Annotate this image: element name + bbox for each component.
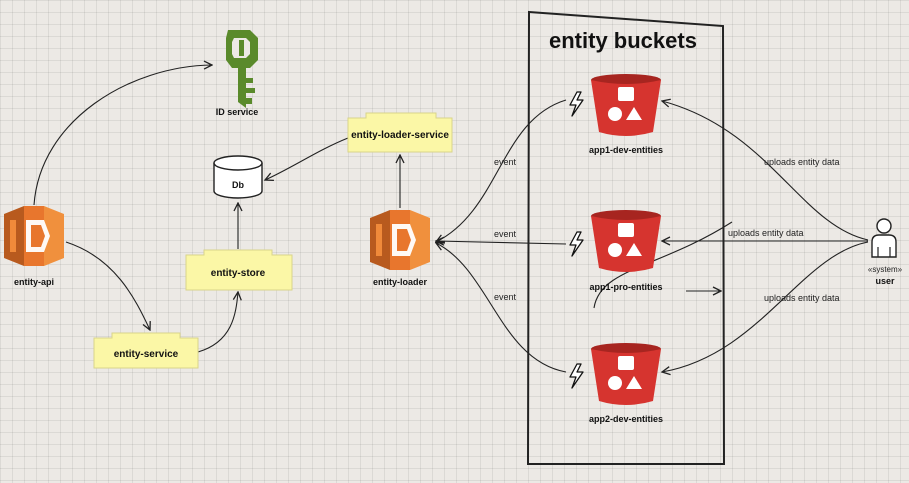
user-icon [871,218,897,258]
edge-user-to-app2-dev [662,241,869,372]
edge-app2-dev-event [436,243,567,373]
entity-store-label: entity-store [211,268,266,279]
key-icon [226,30,258,108]
edge-user-to-app1-dev [662,101,869,241]
app1-dev-entities-label: app1-dev-entities [589,145,663,155]
edge-label-uploads-3: uploads entity data [764,293,840,303]
entity-service-label: entity-service [114,349,179,360]
app2-dev-entities-label: app2-dev-entities [589,414,663,424]
entity-loader-service-component [347,112,453,153]
app1-pro-entities-label: app1-pro-entities [589,282,662,292]
id-service-label: ID service [216,107,259,117]
database-icon [213,155,263,199]
user-label: user [875,276,895,286]
s3-bucket-icon [591,343,661,405]
lightning-icon [569,363,584,389]
lightning-icon [569,91,584,117]
db-label: Db [232,180,244,190]
edge-app1-pro-event [436,241,567,244]
entity-buckets-boundary [526,10,726,465]
edge-app1-dev-event [436,99,567,242]
edge-label-uploads-2: uploads entity data [728,228,804,238]
entity-store-component [185,249,293,291]
lightning-icon [569,231,584,257]
s3-bucket-icon [591,210,661,272]
edge-label-event-2: event [494,229,517,239]
user-stereotype: «system» [868,265,903,274]
s3-bucket-icon [591,74,661,136]
edge-label-event-3: event [494,292,517,302]
lambda-icon [4,206,64,266]
boundary-title: entity buckets [549,28,697,53]
edge-label-event-1: event [494,157,517,167]
entity-api-label: entity-api [14,277,54,287]
edge-api-to-id-service [33,65,212,206]
entity-loader-service-label: entity-loader-service [351,130,449,141]
edge-loader-service-to-db [265,137,349,180]
edge-service-to-store [197,292,238,353]
lambda-icon [370,210,430,270]
entity-loader-label: entity-loader [373,277,428,287]
entity-service-component [93,332,199,369]
edge-api-to-service [65,241,150,330]
edge-label-uploads-1: uploads entity data [764,157,840,167]
